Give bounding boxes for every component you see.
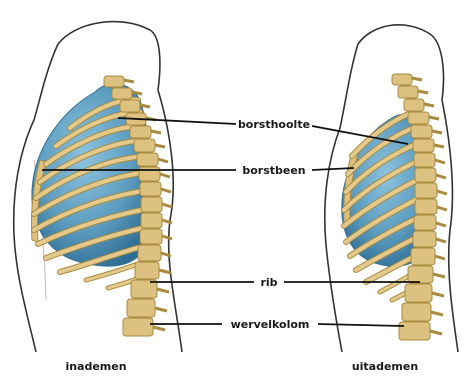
- label-rib: rib: [260, 276, 277, 289]
- caption-exhale: uitademen: [352, 360, 418, 373]
- torso-inhale: [14, 22, 182, 352]
- label-sternum: borstbeen: [242, 164, 305, 177]
- leader-spine-right: [318, 324, 404, 326]
- torso-exhale: [325, 25, 458, 352]
- label-cavity: borsthoolte: [238, 118, 310, 131]
- label-spine: wervelkolom: [231, 318, 310, 331]
- caption-inhale: inademen: [65, 360, 126, 373]
